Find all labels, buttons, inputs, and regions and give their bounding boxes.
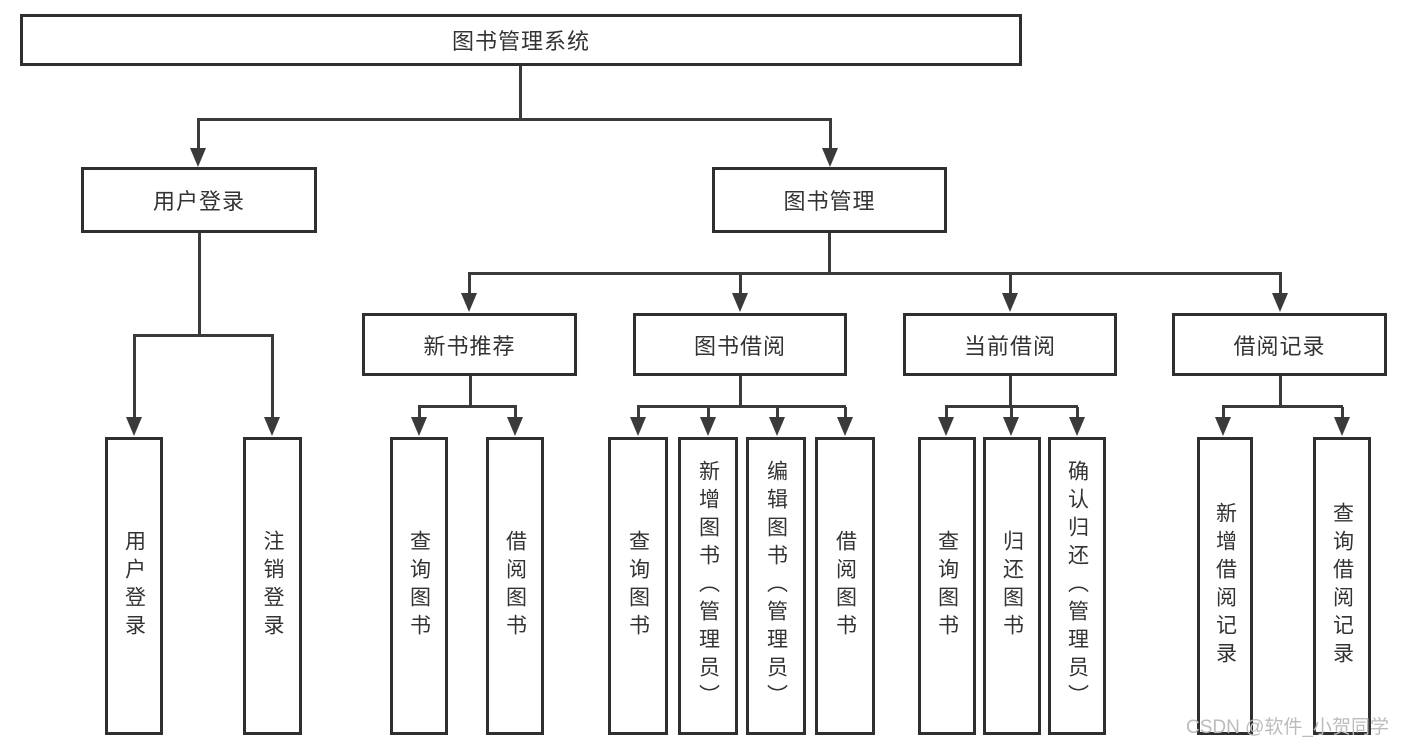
arrow-down-icon <box>700 407 716 436</box>
leaf-query-books-1: 查询图书 <box>390 437 448 735</box>
arrow-down-icon <box>411 407 427 436</box>
node-book-management: 图书管理 <box>712 167 947 233</box>
arrow-down-icon <box>1002 274 1018 312</box>
connector-root-branch <box>197 118 832 121</box>
leaf-borrow-books-1: 借阅图书 <box>486 437 544 735</box>
node-root-label: 图书管理系统 <box>451 29 590 54</box>
connector-newbook-stem <box>469 376 472 407</box>
node-user-login-label: 用户登录 <box>152 189 245 214</box>
connector-root-stem <box>519 66 522 120</box>
arrow-down-icon <box>837 407 853 436</box>
arrow-down-icon <box>1334 407 1350 436</box>
arrow-down-icon <box>1069 407 1085 436</box>
leaf-add-books-admin: 新增图书（管理员） <box>678 437 738 735</box>
connector-borrow-stem <box>739 376 742 407</box>
node-book-borrowing-label: 图书借阅 <box>693 333 786 359</box>
leaf-edit-books-admin: 编辑图书（管理员） <box>746 437 806 735</box>
node-current-borrowing: 当前借阅 <box>903 313 1117 376</box>
connector-bookmgmt-branch <box>468 272 1282 275</box>
arrow-down-icon <box>732 274 748 312</box>
arrow-down-icon <box>1215 407 1231 436</box>
arrow-down-icon <box>126 336 142 436</box>
arrow-down-icon <box>938 407 954 436</box>
arrow-down-icon <box>1003 407 1019 436</box>
arrow-down-icon <box>769 407 785 436</box>
leaf-user-login: 用户登录 <box>105 437 163 735</box>
node-root: 图书管理系统 <box>20 14 1022 66</box>
connector-current-stem <box>1009 376 1012 407</box>
node-borrowing-records-label: 借阅记录 <box>1233 333 1326 359</box>
connector-bookmgmt-stem <box>828 233 831 275</box>
leaf-logout: 注销登录 <box>243 437 302 735</box>
arrow-down-icon <box>630 407 646 436</box>
connector-userlogin-branch <box>133 334 274 337</box>
connector-borrow-branch <box>637 405 846 408</box>
node-book-borrowing: 图书借阅 <box>633 313 847 376</box>
node-user-login: 用户登录 <box>81 167 317 233</box>
leaf-query-books-3: 查询图书 <box>918 437 976 735</box>
arrow-down-icon <box>190 120 206 167</box>
arrow-down-icon <box>461 274 477 312</box>
leaf-confirm-return-admin: 确认归还（管理员） <box>1048 437 1106 735</box>
csdn-watermark: CSDN @软件_小贺同学 <box>1186 717 1389 738</box>
connector-records-stem <box>1279 376 1282 407</box>
arrow-down-icon <box>264 336 280 436</box>
leaf-add-borrow-record: 新增借阅记录 <box>1197 437 1253 735</box>
connector-userlogin-stem <box>198 233 201 337</box>
arrow-down-icon <box>822 120 838 167</box>
leaf-query-books-2: 查询图书 <box>608 437 668 735</box>
node-new-book-recommend: 新书推荐 <box>362 313 577 376</box>
leaf-query-borrow-record: 查询借阅记录 <box>1313 437 1371 735</box>
node-current-borrowing-label: 当前借阅 <box>963 333 1056 359</box>
arrow-down-icon <box>1272 274 1288 312</box>
node-borrowing-records: 借阅记录 <box>1172 313 1387 376</box>
leaf-borrow-books-2: 借阅图书 <box>815 437 875 735</box>
connector-current-branch <box>945 405 1078 408</box>
leaf-return-books: 归还图书 <box>983 437 1041 735</box>
arrow-down-icon <box>507 407 523 436</box>
connector-newbook-branch <box>418 405 517 408</box>
node-new-book-recommend-label: 新书推荐 <box>423 333 516 359</box>
node-book-management-label: 图书管理 <box>783 189 876 214</box>
connector-records-branch <box>1222 405 1343 408</box>
